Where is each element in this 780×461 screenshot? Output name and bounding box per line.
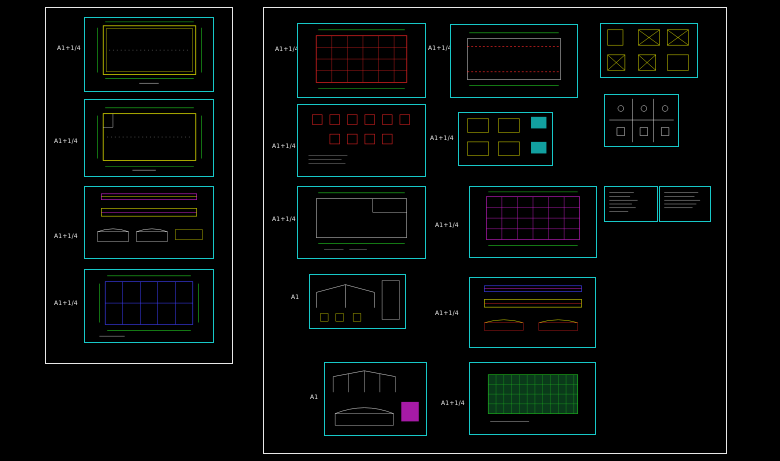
- drawing-content: [308, 114, 410, 164]
- drawing-content: [609, 192, 638, 212]
- drawing-content: [97, 21, 202, 84]
- drawing-sheet-floor-plan-1[interactable]: [84, 99, 214, 177]
- sheet-scale-label: A1+1/4: [54, 138, 78, 145]
- drawing-sheet-roof-framing[interactable]: [297, 23, 426, 98]
- drawing-sheet-elevations-1[interactable]: [84, 186, 214, 259]
- sheet-scale-label: A1+1/4: [428, 45, 452, 52]
- sheet-scale-label: A1: [310, 394, 319, 401]
- drawing-content: [315, 29, 408, 89]
- drawing-content: [467, 32, 561, 86]
- sheet-scale-label: A1+1/4: [54, 300, 78, 307]
- drawing-content: [607, 29, 689, 71]
- drawing-sheet-roof-plan-1[interactable]: [84, 17, 214, 92]
- drawing-sheet-floor-plan-2[interactable]: [297, 186, 426, 259]
- drawing-content: [97, 193, 203, 242]
- drawing-content: [97, 107, 202, 171]
- drawing-content: [609, 98, 674, 143]
- drawing-sheet-foundation-2[interactable]: [469, 362, 596, 435]
- drawing-sheet-column-details[interactable]: [297, 104, 426, 177]
- drawing-sheet-notes-1[interactable]: [604, 186, 658, 222]
- sheet-scale-label: A1+1/4: [54, 233, 78, 240]
- drawing-sheet-purlin-layout[interactable]: [450, 24, 578, 98]
- drawing-content: [467, 116, 547, 156]
- right-layout-panel: [263, 7, 727, 454]
- drawing-sheet-elevations-2[interactable]: [469, 277, 596, 348]
- sheet-scale-label: A1: [291, 294, 300, 301]
- drawing-content: [487, 374, 579, 422]
- drawing-content: [316, 192, 407, 250]
- drawing-content: [99, 275, 199, 337]
- drawing-sheet-node-details[interactable]: [604, 94, 679, 147]
- drawing-content: [486, 191, 580, 246]
- drawing-sheet-notes-2[interactable]: [659, 186, 711, 222]
- sheet-scale-label: A1+1/4: [57, 45, 81, 52]
- drawing-content: [664, 192, 701, 208]
- drawing-content: [484, 285, 582, 331]
- sheet-scale-label: A1+1/4: [272, 143, 296, 150]
- sheet-scale-label: A1+1/4: [435, 222, 459, 229]
- drawing-sheet-connection-details[interactable]: [458, 112, 553, 166]
- drawing-sheet-truss-detail[interactable]: [324, 362, 427, 436]
- drawing-sheet-roof-framing-2[interactable]: [469, 186, 597, 258]
- drawing-content: [332, 370, 419, 426]
- sheet-scale-label: A1+1/4: [272, 216, 296, 223]
- drawing-sheet-frame-elevation[interactable]: [309, 274, 406, 329]
- drawing-sheet-bracing-details[interactable]: [600, 23, 698, 78]
- sheet-scale-label: A1+1/4: [435, 310, 459, 317]
- sheet-scale-label: A1+1/4: [441, 400, 465, 407]
- sheet-scale-label: A1+1/4: [275, 46, 299, 53]
- drawing-sheet-foundation-1[interactable]: [84, 269, 214, 343]
- sheet-scale-label: A1+1/4: [430, 135, 454, 142]
- drawing-content: [316, 280, 400, 322]
- left-layout-panel: [45, 7, 233, 364]
